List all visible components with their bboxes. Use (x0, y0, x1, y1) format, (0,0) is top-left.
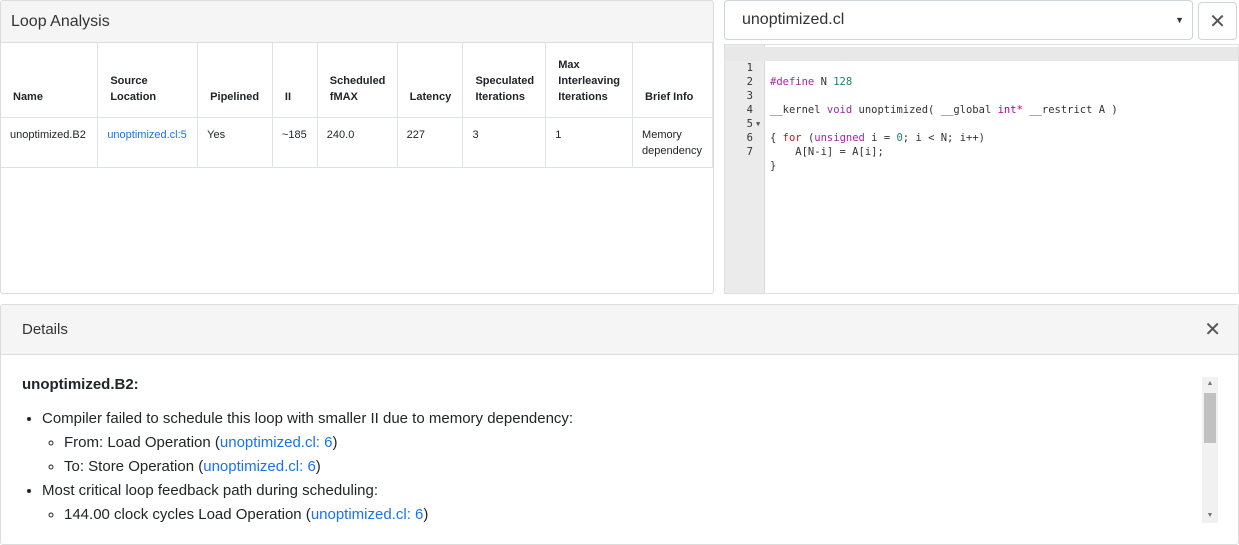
code-line: 6 A[N-i] = A[i]; (725, 117, 884, 158)
col-header-brief-info[interactable]: Brief Info (632, 43, 713, 118)
details-sublist: 144.00 clock cycles Load Operation (unop… (42, 503, 1192, 527)
table-row[interactable]: unoptimized.B2 unoptimized.cl:5 Yes ~185… (1, 116, 713, 168)
fold-arrow-icon[interactable]: ▼ (756, 120, 761, 128)
file-select-value: unoptimized.cl (742, 11, 845, 28)
list-item: Compiler failed to schedule this loop wi… (42, 407, 1192, 479)
line-number: 7 (746, 146, 753, 158)
details-sublist: From: Load Operation (unoptimized.cl: 6)… (42, 431, 1192, 479)
code-line: 3 __kernel void unoptimized( __global in… (725, 75, 1118, 116)
loop-analysis-title: Loop Analysis (11, 12, 110, 30)
code-line: 1 #define N 128 (725, 47, 853, 88)
close-code-button[interactable]: ✕ (1198, 2, 1237, 40)
list-item: From: Load Operation (unoptimized.cl: 6) (64, 431, 1192, 455)
scroll-down-arrow-icon[interactable]: ▼ (1206, 512, 1214, 519)
line-number-gutter (725, 45, 765, 293)
details-title: Details (22, 321, 68, 338)
details-body: unoptimized.B2: Compiler failed to sched… (22, 375, 1192, 527)
cell-source-location[interactable]: unoptimized.cl:5 (97, 116, 199, 168)
col-header-name[interactable]: Name (1, 43, 99, 118)
col-header-ii[interactable]: II (271, 43, 318, 118)
loop-analysis-header: Loop Analysis (1, 1, 713, 43)
code-panel: unoptimized.cl ▼ ✕ 1 #define N 128 2 3 _… (724, 0, 1239, 294)
cell-ii: ~185 (271, 116, 318, 168)
line-number: 1 (746, 62, 753, 74)
scrollbar-thumb[interactable] (1204, 393, 1216, 443)
line-number: 5 (746, 118, 753, 130)
list-item: To: Store Operation (unoptimized.cl: 6) (64, 455, 1192, 479)
cell-pipelined: Yes (197, 116, 273, 168)
code-line: 7 } (725, 131, 777, 172)
source-link[interactable]: unoptimized.cl: 6 (310, 506, 424, 523)
details-panel: Details ✕ unoptimized.B2: Compiler faile… (0, 304, 1239, 545)
list-item: Most critical loop feedback path during … (42, 479, 1192, 527)
col-header-latency[interactable]: Latency (396, 43, 464, 118)
cell-speculated-iterations: 3 (462, 116, 547, 168)
line-number: 6 (746, 132, 753, 144)
details-header: Details ✕ (1, 305, 1238, 355)
list-item: 144.00 clock cycles Load Operation (unop… (64, 503, 1192, 527)
code-line: 4 ▼ { (725, 89, 777, 144)
cell-name[interactable]: unoptimized.B2 (1, 116, 99, 168)
scroll-up-arrow-icon[interactable]: ▲ (1206, 380, 1214, 387)
close-icon: ✕ (1209, 10, 1226, 33)
code-text: __kernel void unoptimized( __global int*… (770, 104, 1118, 116)
line-number: 3 (746, 90, 753, 102)
code-editor[interactable]: 1 #define N 128 2 3 __kernel void unopti… (724, 44, 1239, 294)
code-text: } (770, 160, 777, 172)
code-text: A[N-i] = A[i]; (770, 146, 884, 158)
source-link[interactable]: unoptimized.cl: 6 (219, 434, 333, 451)
code-line: 2 (725, 61, 763, 88)
cell-scheduled-fmax: 240.0 (316, 116, 398, 168)
line-number: 4 (746, 104, 753, 116)
details-heading: unoptimized.B2: (22, 376, 139, 393)
code-text: for (unsigned i = 0; i < N; i++) (782, 132, 985, 144)
code-text: #define N 128 (770, 76, 853, 88)
details-list: Compiler failed to schedule this loop wi… (22, 407, 1192, 527)
source-link[interactable]: unoptimized.cl: 6 (203, 458, 316, 475)
source-location-link[interactable]: unoptimized.cl:5 (107, 128, 187, 141)
cell-brief-info: Memory dependency (632, 116, 713, 168)
close-icon[interactable]: ✕ (1204, 319, 1221, 341)
code-line: 5 for (unsigned i = 0; i < N; i++) (725, 103, 985, 144)
active-line-highlight (725, 47, 1238, 61)
col-header-pipelined[interactable]: Pipelined (197, 43, 273, 118)
file-select-dropdown[interactable]: unoptimized.cl ▼ (724, 0, 1193, 40)
line-number: 2 (746, 76, 753, 88)
details-scrollbar[interactable]: ▲ ▼ (1202, 377, 1218, 523)
cell-max-interleaving: 1 (545, 116, 634, 168)
caret-down-icon: ▼ (1175, 15, 1184, 25)
code-text: { (770, 132, 777, 144)
cell-latency: 227 (396, 116, 464, 168)
